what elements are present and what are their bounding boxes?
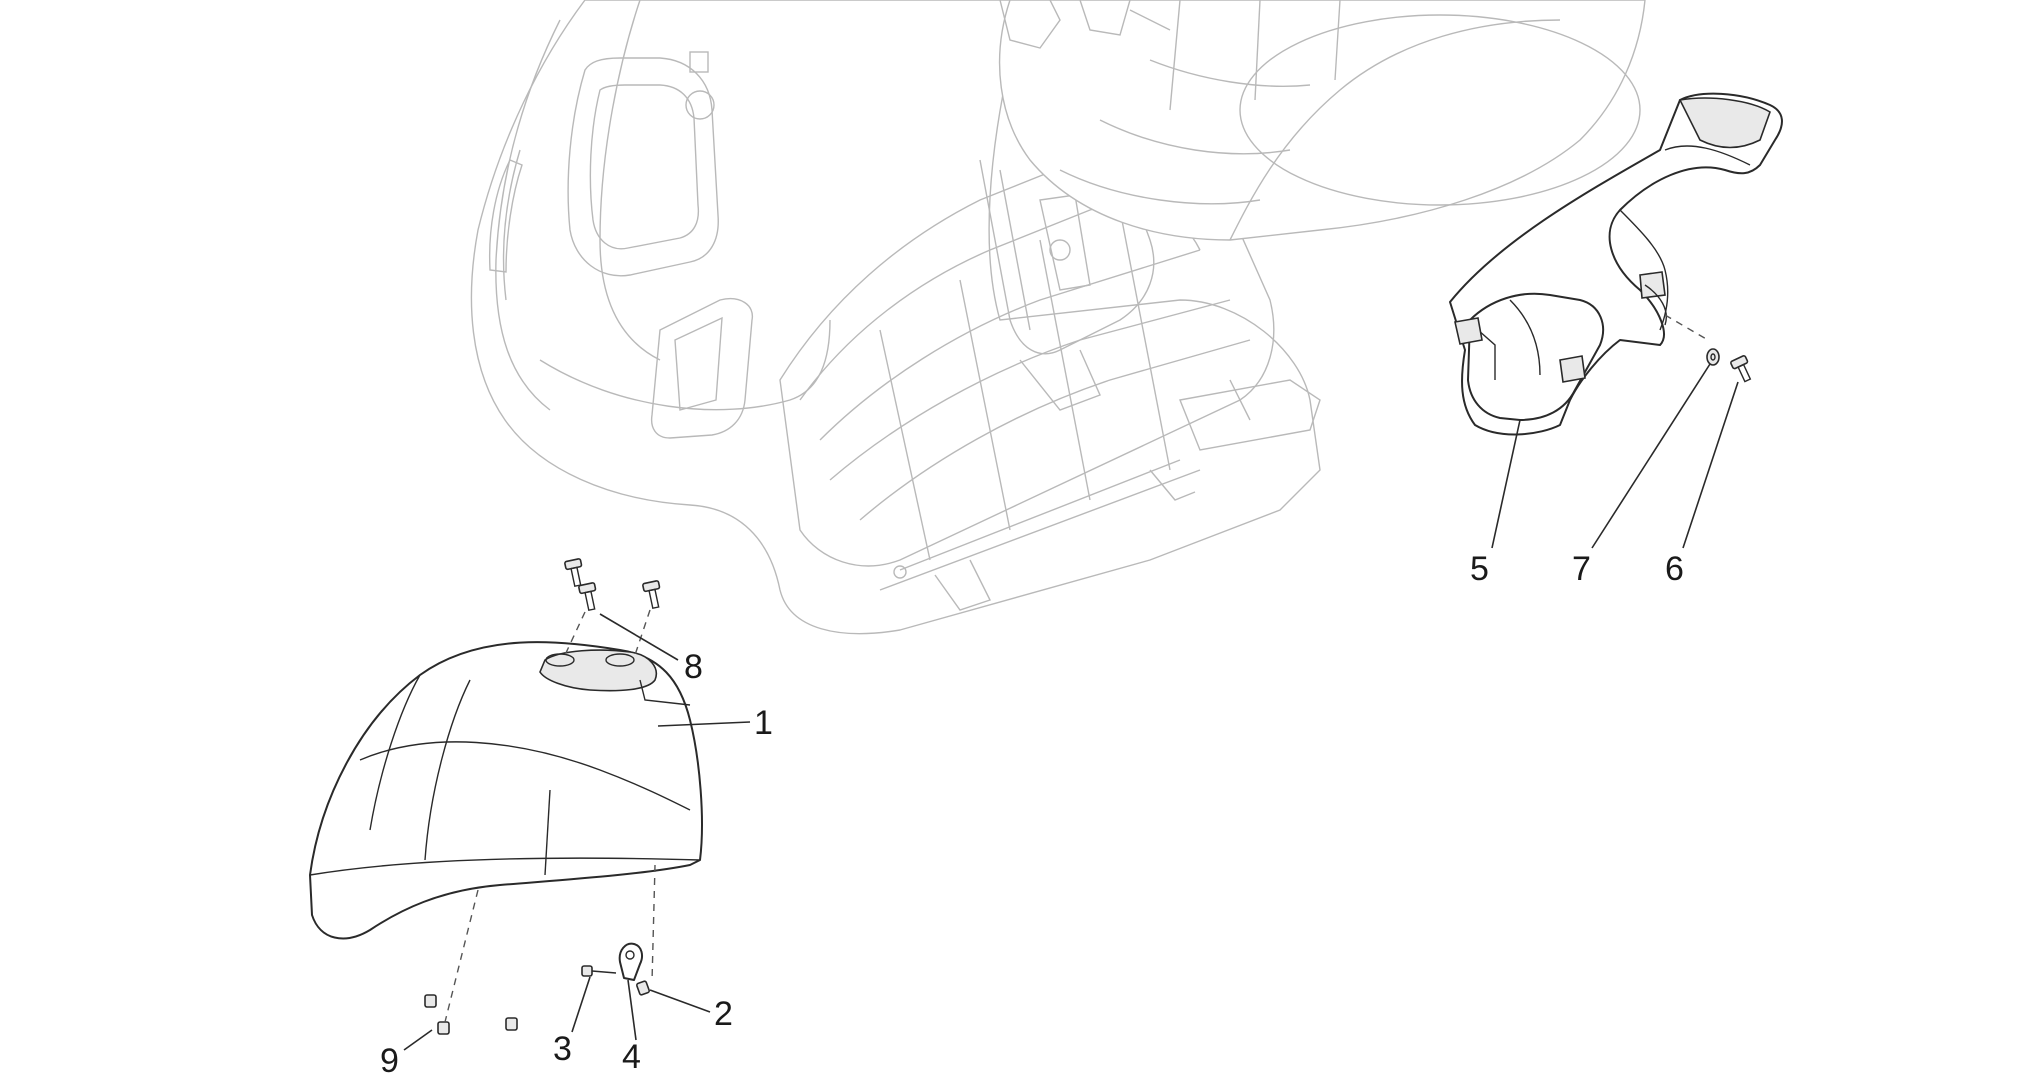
lower-hardware [581,864,656,996]
callout-4: 4 [622,1038,641,1074]
screw-set-8 [564,558,661,656]
front-mudguard [309,641,703,940]
callout-8: 8 [684,648,703,686]
washer-7 [1706,348,1720,366]
nut-2 [636,980,650,996]
leader-lines [403,363,1739,1051]
callout-6: 6 [1665,550,1684,588]
screw-6 [1730,355,1752,383]
clip-4 [618,942,643,981]
callout-5: 5 [1470,550,1489,588]
callout-7: 7 [1572,550,1591,588]
scooter-body-ghost [470,0,1646,635]
callout-9: 9 [380,1042,399,1074]
callout-labels: 1 2 3 4 5 6 7 8 9 [380,550,1684,1074]
rear-mudguard [1449,92,1783,436]
bolt-3 [581,965,617,977]
callout-3: 3 [553,1030,572,1068]
nut-set-9 [424,889,518,1035]
callout-2: 2 [714,995,733,1033]
callout-1: 1 [754,704,773,742]
